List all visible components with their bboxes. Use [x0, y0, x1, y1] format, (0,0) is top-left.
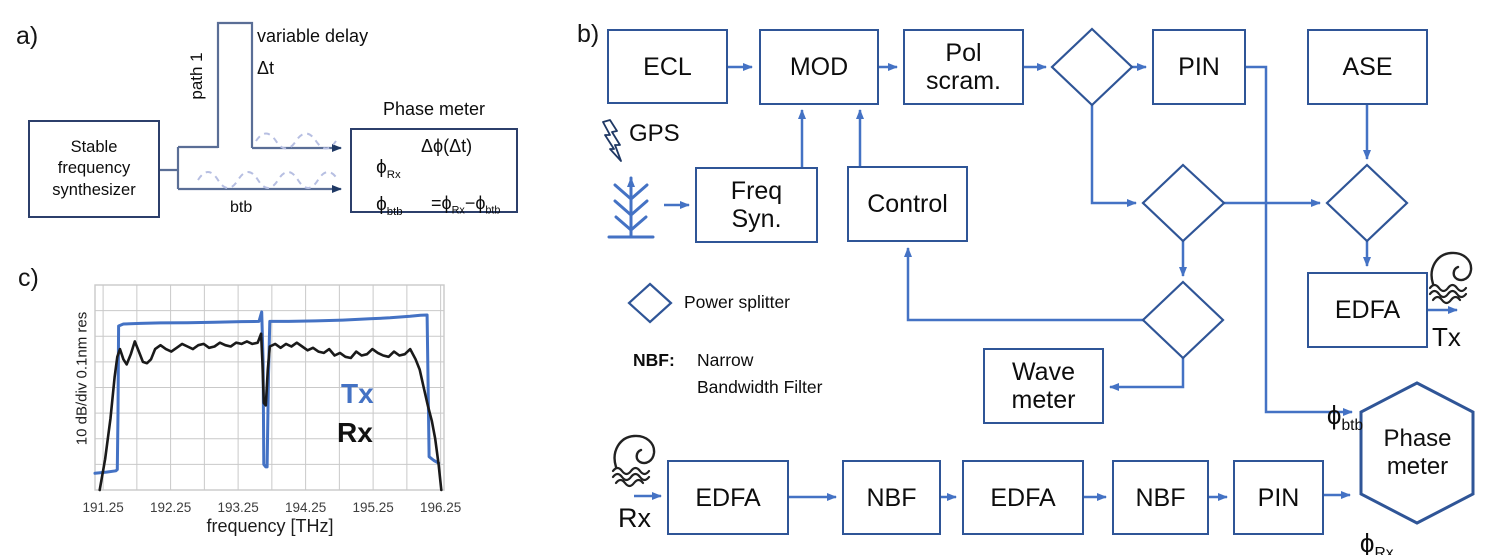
rx-label: Rx: [618, 503, 651, 533]
phase-equation-line1: Δϕ(Δt): [421, 136, 473, 156]
nbf-definition-line1: Narrow: [697, 350, 754, 370]
block-freq-syn: Freq Syn.: [695, 167, 818, 243]
variable-delay-label: variable delay: [257, 26, 369, 46]
spectrum-chart: 191.25 192.25 193.25 194.25 195.25 196.25: [82, 284, 461, 515]
power-splitter-legend-diamond: [627, 282, 673, 324]
power-splitter-diamond-3: [1325, 163, 1409, 243]
block-ecl: ECL: [607, 29, 728, 104]
delta-t-label: Δt: [257, 58, 275, 78]
chart-legend-tx: Tx: [341, 378, 374, 409]
gps-label: GPS: [629, 120, 680, 147]
phi-btb-label: ϕbtb: [1326, 400, 1364, 435]
lightning-icon: [602, 119, 622, 162]
phi-rx-input-label: ϕRx: [376, 157, 401, 181]
phi-btb-input-label: ϕbtb: [376, 194, 403, 218]
wave-icon-tx: [1428, 251, 1473, 305]
phi-rx-label: ϕRx: [1359, 528, 1394, 555]
block-edfa-tx: EDFA: [1307, 272, 1428, 348]
block-pin-top: PIN: [1152, 29, 1246, 105]
path1-label: path 1: [187, 52, 206, 100]
block-ase: ASE: [1307, 29, 1428, 105]
x-tick-label: 196.25: [420, 500, 461, 515]
power-splitter-diamond-1: [1050, 27, 1134, 107]
phase-meter-hexagon-label: Phase meter: [1383, 425, 1452, 480]
block-nbf-2: NBF: [1112, 460, 1209, 535]
panel-b-connectors: [634, 63, 1458, 501]
chart-x-axis-label: frequency [THz]: [206, 516, 334, 536]
block-mod: MOD: [759, 29, 879, 105]
block-pin-bottom: PIN: [1233, 460, 1324, 535]
x-tick-label: 193.25: [217, 500, 258, 515]
x-tick-label: 191.25: [82, 500, 123, 515]
nbf-definition-line2: Bandwidth Filter: [697, 377, 823, 397]
block-wave-meter: Wave meter: [983, 348, 1104, 424]
wave-icon-rx: [611, 434, 656, 488]
phase-meter-title: Phase meter: [382, 99, 486, 119]
btb-label: btb: [230, 199, 253, 216]
power-splitter-diamond-4: [1141, 280, 1225, 360]
x-tick-label: 192.25: [150, 500, 191, 515]
gps-antenna-icon: [607, 176, 655, 239]
tx-label: Tx: [1432, 322, 1461, 352]
x-tick-label: 194.25: [285, 500, 326, 515]
panel-a-label: a): [16, 22, 39, 50]
panel-c-label: c): [18, 264, 39, 292]
block-pol-scram: Pol scram.: [903, 29, 1024, 105]
x-tick-label: 195.25: [352, 500, 393, 515]
block-nbf-1: NBF: [842, 460, 941, 535]
chart-y-axis-label: 10 dB/div 0.1nm res: [73, 311, 91, 446]
power-splitter-legend-label: Power splitter: [684, 292, 791, 312]
power-splitter-diamonds: [627, 27, 1409, 360]
phase-meter-hexagon: [1359, 381, 1475, 525]
block-edfa-2: EDFA: [962, 460, 1084, 535]
block-synthesizer: Stable frequency synthesizer: [28, 120, 160, 218]
phase-equation-line2: =ϕRx−ϕbtb: [431, 193, 501, 217]
power-splitter-diamond-2: [1141, 163, 1226, 243]
panel-a-sine-waves: [197, 132, 339, 189]
block-phase-meter-a: [350, 128, 518, 213]
nbf-abbr-label: NBF:: [633, 350, 675, 370]
panel-b-label: b): [577, 20, 600, 48]
block-control: Control: [847, 166, 968, 242]
block-edfa-1: EDFA: [667, 460, 789, 535]
chart-legend-rx: Rx: [337, 417, 373, 448]
